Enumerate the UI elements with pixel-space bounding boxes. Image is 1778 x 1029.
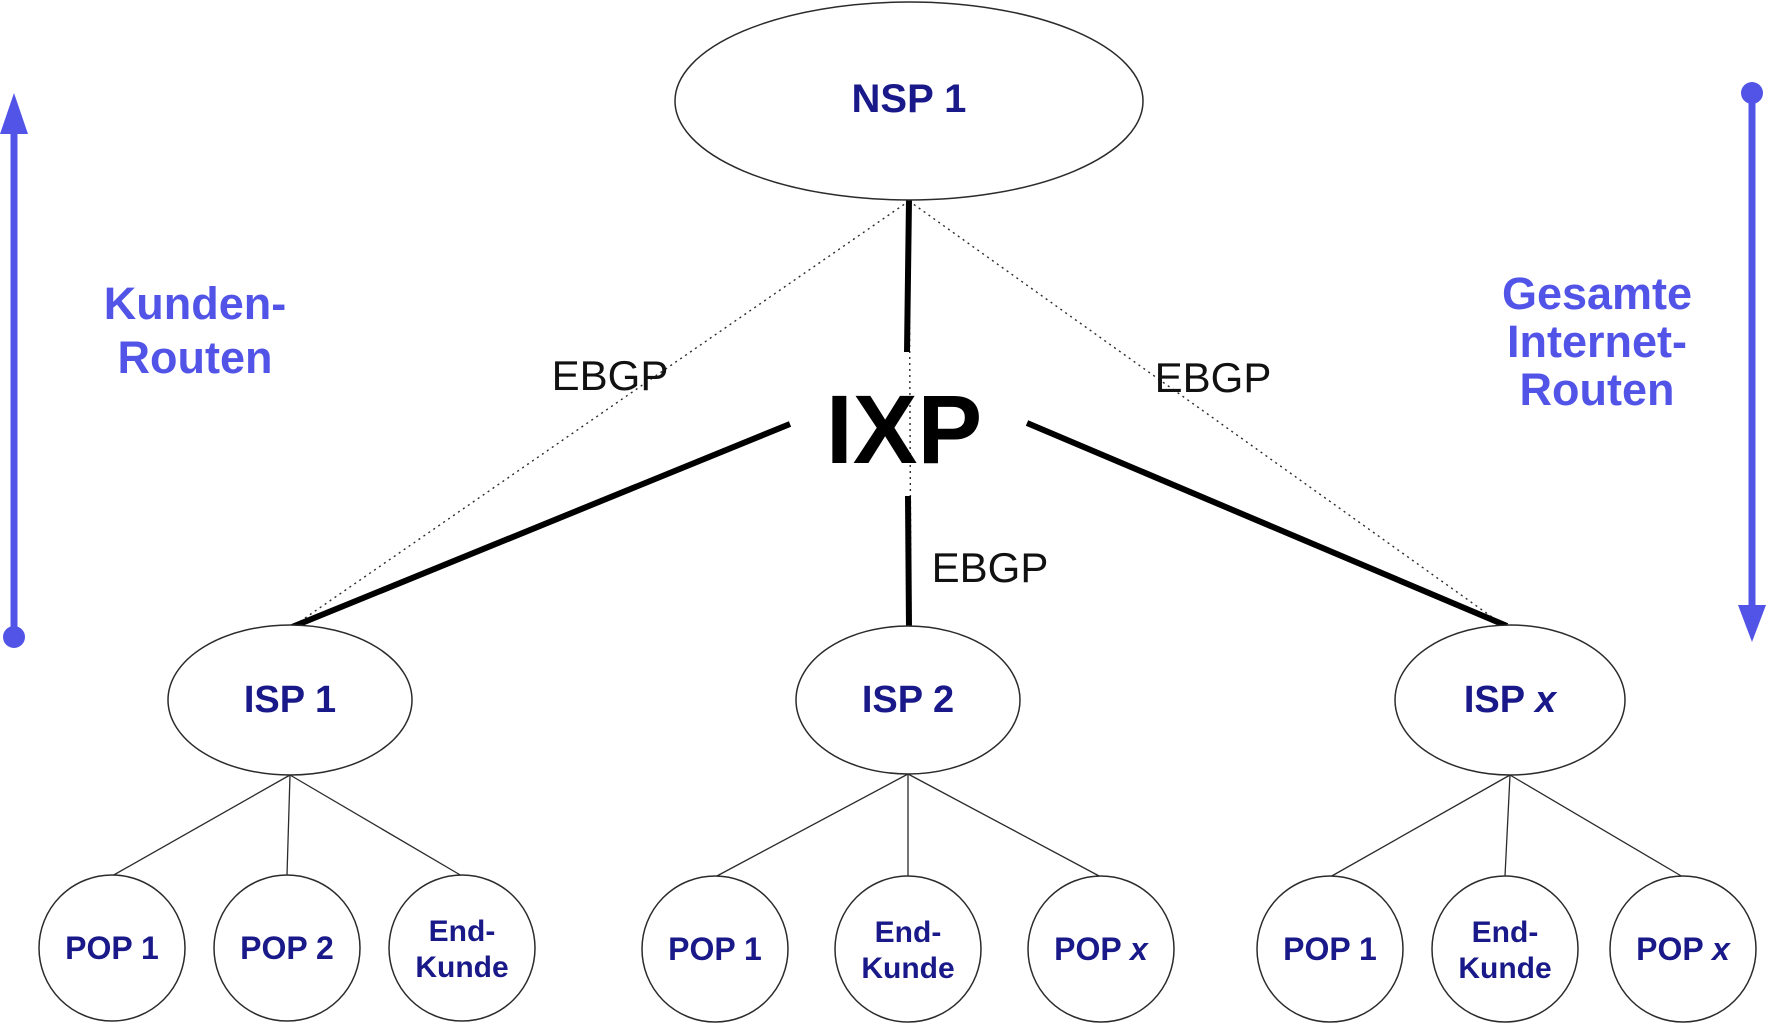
isp2-endkunde-circle: [834, 875, 982, 1023]
down-arrow-tail-dot: [1741, 82, 1763, 104]
ispx-pop1-circle: [1256, 875, 1404, 1023]
connector-isp1-pop1: [111, 774, 291, 877]
ispx-popx-label: POP x: [1636, 931, 1731, 967]
isp1-pop2-circle: [213, 874, 361, 1022]
ispx-label-x: x: [1533, 679, 1558, 721]
connector-isp1-endkunde: [289, 774, 463, 877]
thick-link-ixp-isp1: [290, 421, 792, 630]
isp2-popx-x: x: [1128, 931, 1149, 967]
gesamte-line3: Routen: [1520, 364, 1675, 415]
nsp1-label: NSP 1: [852, 77, 967, 121]
isp2-popx-circle: [1027, 875, 1175, 1023]
kunden-line2: Routen: [118, 332, 273, 383]
ispx-popx-prefix: POP: [1636, 931, 1712, 967]
ebgp-label-right: EBGP: [1155, 354, 1272, 401]
isp1-ellipse: [167, 624, 413, 776]
ixp-label: IXP: [826, 375, 982, 484]
up-arrow-tail-dot: [3, 626, 25, 648]
isp1-endkunde-line1: End-: [429, 915, 496, 948]
kunden-routen-label: Kunden-Routen: [104, 278, 286, 383]
thick-link-ixp-isp2: [905, 495, 912, 629]
isp2-ellipse: [795, 625, 1021, 775]
isp1-pop1-label: POP 1: [65, 930, 159, 966]
kunden-line1: Kunden-: [104, 278, 286, 329]
ispx-pop1-label: POP 1: [1283, 931, 1377, 967]
isp1-endkunde-label: End-Kunde: [415, 915, 508, 984]
ispx-label-prefix: ISP: [1464, 679, 1535, 721]
down-arrow-head-icon: [1738, 605, 1766, 642]
connector-isp2-pop1: [714, 773, 909, 878]
thick-link-ixp-ispx: [1025, 420, 1509, 629]
gesamte-line2: Internet-: [1507, 316, 1687, 367]
isp2-endkunde-line2: Kunde: [861, 952, 954, 985]
connector-isp1-pop2: [286, 774, 291, 876]
ispx-endkunde-label: End-Kunde: [1458, 916, 1551, 985]
nsp1-ellipse: [674, 1, 1144, 201]
dotted-link-nsp-isp1: [291, 200, 910, 628]
ispx-endkunde-line1: End-: [1472, 916, 1539, 949]
isp2-endkunde-line1: End-: [875, 916, 942, 949]
ispx-endkunde-circle: [1431, 875, 1579, 1023]
isp1-label: ISP 1: [244, 679, 336, 721]
connector-ispx-pop1: [1329, 774, 1511, 878]
connector-isp2-popx: [907, 773, 1102, 878]
isp2-endkunde-label: End-Kunde: [861, 916, 954, 985]
up-arrow-head-icon: [0, 93, 28, 134]
isp2-popx-label: POP x: [1054, 931, 1149, 967]
isp2-pop1-label: POP 1: [668, 931, 762, 967]
isp1-pop1-circle: [38, 874, 186, 1022]
ebgp-label-left: EBGP: [552, 352, 669, 399]
isp1-endkunde-circle: [388, 874, 536, 1022]
isp2-pop1-circle: [641, 875, 789, 1023]
thick-link-nsp-ixp: [904, 198, 912, 353]
ebgp-label-center: EBGP: [932, 544, 1049, 591]
dotted-link-nsp-ispx: [908, 200, 1507, 628]
ispx-popx-x: x: [1710, 931, 1731, 967]
ispx-popx-circle: [1609, 875, 1757, 1023]
isp1-endkunde-line2: Kunde: [415, 951, 508, 984]
gesamte-line1: Gesamte: [1502, 268, 1692, 319]
connector-ispx-endkunde: [1504, 774, 1511, 877]
isp1-pop2-label: POP 2: [240, 930, 334, 966]
isp2-label: ISP 2: [862, 679, 954, 721]
ispx-endkunde-line2: Kunde: [1458, 952, 1551, 985]
ispx-ellipse: [1394, 624, 1626, 776]
connector-ispx-popx: [1509, 774, 1684, 878]
ispx-label: ISP x: [1464, 679, 1558, 721]
isp2-popx-prefix: POP: [1054, 931, 1130, 967]
up-arrow: [0, 93, 28, 648]
down-arrow: [1738, 82, 1766, 642]
